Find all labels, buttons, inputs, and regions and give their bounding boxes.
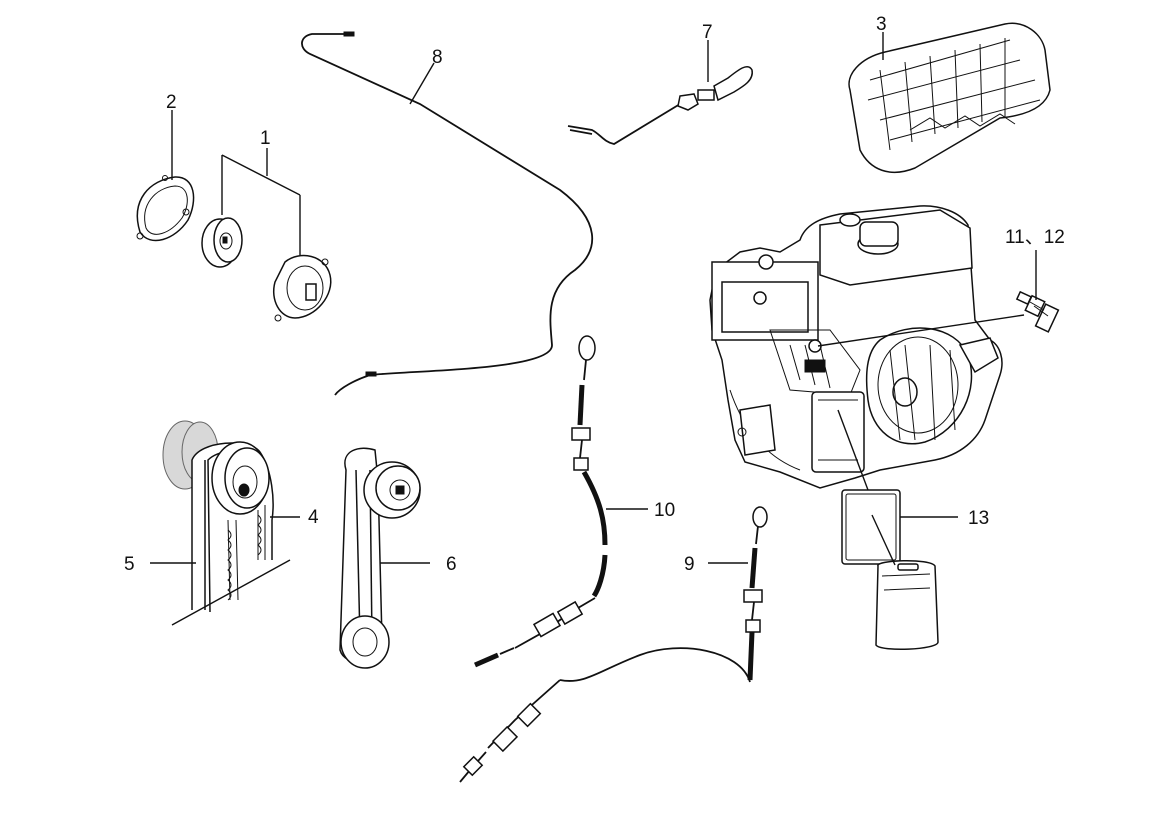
- callout-8: 8: [432, 47, 443, 68]
- part-11-12-spark-plug: [1015, 290, 1060, 333]
- callout-6: 6: [446, 554, 457, 575]
- callout-10: 10: [654, 500, 675, 521]
- callout-2: 2: [166, 92, 177, 113]
- part-3-track: [848, 22, 1051, 173]
- callout-5: 5: [124, 554, 135, 575]
- callout-11-12: 11、12: [1005, 227, 1065, 248]
- callout-numbers: 1 2 3 4 5 6 7 8 9 10 11、12 13: [124, 14, 1065, 575]
- part-13-air-filter: [841, 489, 939, 651]
- callout-1: 1: [260, 128, 271, 149]
- part-4-5-belt-and-pulley: [162, 420, 291, 626]
- leader-lines: [150, 32, 1037, 566]
- part-7-choke-cable: [567, 66, 753, 145]
- engine: [709, 205, 1003, 489]
- part-2-gasket: [136, 175, 195, 242]
- callout-7: 7: [702, 22, 713, 43]
- part-9-brake-cable: [459, 506, 768, 783]
- callout-3: 3: [876, 14, 887, 35]
- part-1-pulley-assembly: [201, 217, 332, 322]
- part-6-belt-assembly: [339, 447, 421, 669]
- callout-13: 13: [968, 508, 989, 529]
- part-10-clutch-cable: [474, 335, 608, 668]
- part-8-throttle-cable: [301, 31, 594, 396]
- callout-4: 4: [308, 507, 319, 528]
- callout-9: 9: [684, 554, 695, 575]
